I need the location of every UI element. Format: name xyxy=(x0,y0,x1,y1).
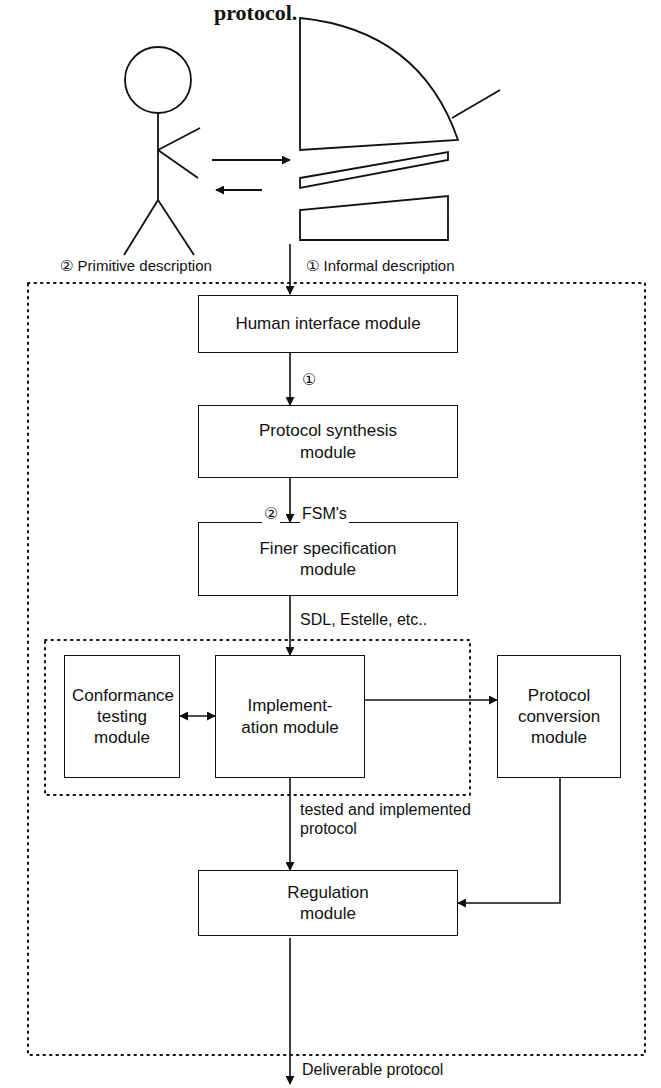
person-arm xyxy=(158,150,198,178)
process-box: Regulation module xyxy=(198,870,458,936)
flow-arrow xyxy=(458,778,560,903)
flow-label: ① Informal description xyxy=(304,257,457,275)
input-arrow xyxy=(289,244,291,294)
edge-label: ① xyxy=(300,370,318,389)
output-arrow xyxy=(289,938,291,1084)
flow-label: ② Primitive description xyxy=(58,257,214,275)
edge-label: tested and implemented protocol xyxy=(298,800,492,838)
box-label: Human interface module xyxy=(235,313,420,334)
box-label: Regulation module xyxy=(268,882,388,925)
box-label: Conformance testing module xyxy=(72,685,172,749)
flow-arrow xyxy=(365,699,497,701)
person-leg xyxy=(124,200,158,255)
interaction-arrow xyxy=(216,189,262,191)
terminal-keyboard xyxy=(300,152,448,188)
system-boundary xyxy=(28,283,645,1055)
box-label: Implement- ation module xyxy=(235,695,345,738)
terminal-base xyxy=(300,196,448,240)
flow-arrow xyxy=(289,596,291,655)
person-head xyxy=(125,47,191,113)
group-boundary xyxy=(45,640,470,795)
output-label: Deliverable protocol xyxy=(300,1060,445,1079)
edge-label: SDL, Estelle, etc.. xyxy=(298,610,429,629)
flow-arrow xyxy=(289,478,291,522)
person-leg xyxy=(158,200,194,255)
interaction-arrow xyxy=(212,159,290,161)
terminal-screen xyxy=(300,18,458,150)
process-box: Implement- ation module xyxy=(215,655,365,778)
box-label: Protocol conversion module xyxy=(509,685,609,749)
person-arm xyxy=(158,128,200,150)
process-box: Finer specification module xyxy=(198,522,458,596)
process-box: Conformance testing module xyxy=(64,655,180,778)
callout-number: ② xyxy=(262,504,280,523)
flow-arrow xyxy=(289,778,291,870)
process-box: Protocol synthesis module xyxy=(198,405,458,478)
edge-label: FSM's xyxy=(300,504,349,523)
box-label: Protocol synthesis module xyxy=(243,420,413,463)
terminal-stand xyxy=(452,90,500,118)
person-body xyxy=(157,113,159,200)
text-fragment: protocol. xyxy=(212,0,299,26)
flow-arrow xyxy=(180,715,215,717)
box-label: Finer specification module xyxy=(243,538,413,581)
process-box: Protocol conversion module xyxy=(497,655,621,778)
process-box: Human interface module xyxy=(198,295,458,353)
flow-arrow xyxy=(289,353,291,405)
